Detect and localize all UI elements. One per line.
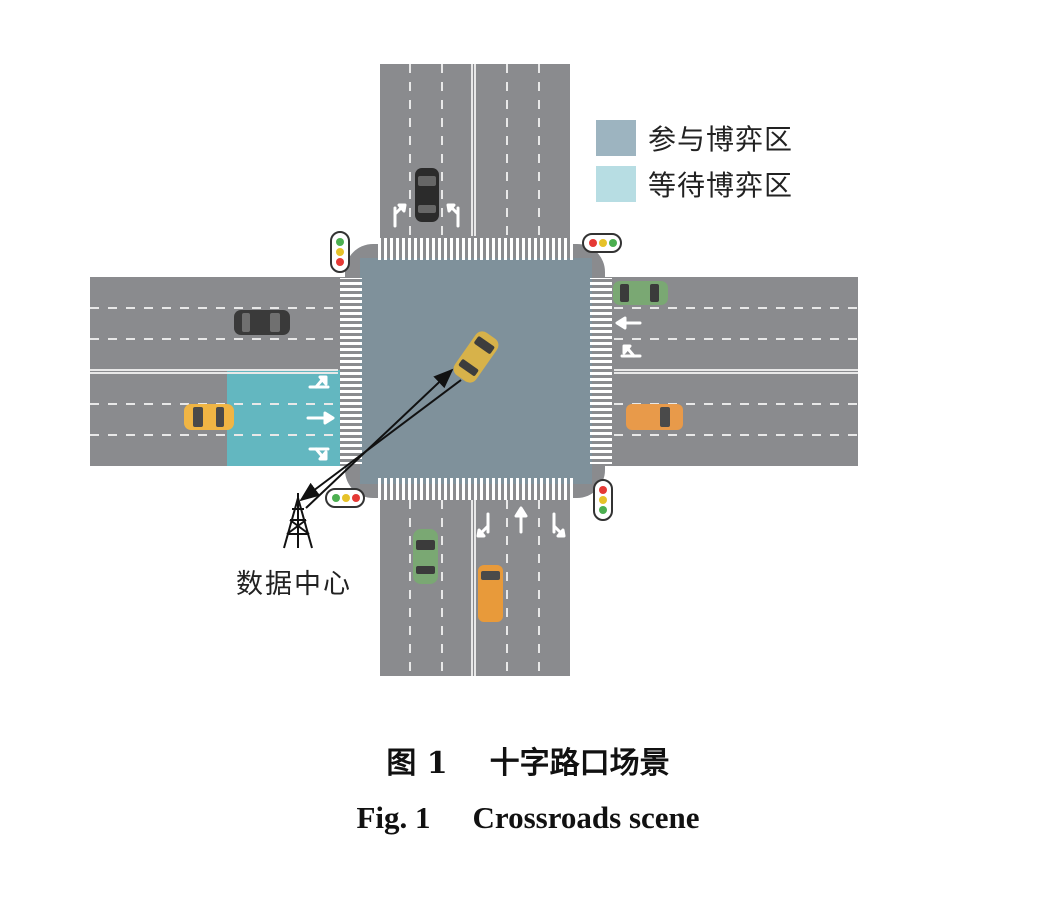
legend-item-participation: 参与博弈区 — [596, 120, 793, 156]
legend-label: 参与博弈区 — [648, 123, 794, 156]
car-icon — [415, 168, 439, 222]
car-icon — [626, 404, 683, 430]
car-icon — [478, 565, 503, 622]
caption-english: Fig. 1 Crossroads scene — [0, 800, 1056, 836]
legend: 参与博弈区 等待博弈区 — [596, 120, 793, 212]
crosswalk-north — [378, 238, 574, 260]
lane-arrow-icon — [620, 344, 642, 358]
caption-title: Crossroads scene — [472, 800, 700, 835]
crosswalk-west — [340, 278, 362, 464]
lane-arrow-icon — [514, 506, 528, 534]
lane-arrow-icon — [615, 316, 642, 330]
lane-arrow-icon — [308, 447, 330, 461]
uplink-arrow — [305, 368, 454, 509]
traffic-light-icon — [582, 233, 622, 253]
lane-arrow-icon — [306, 411, 335, 425]
lane-arrow-icon — [476, 512, 490, 538]
caption-number: Fig. 1 — [356, 800, 431, 835]
crosswalk-south — [378, 478, 574, 500]
caption-number: 图 1 — [386, 746, 448, 781]
car-icon — [453, 331, 499, 383]
car-icon — [234, 310, 290, 335]
car-icon — [184, 404, 234, 430]
car-icon — [413, 529, 438, 584]
downlink-arrow — [299, 379, 462, 502]
legend-swatch — [596, 166, 636, 202]
east-road — [605, 277, 858, 466]
antenna-tower-icon — [283, 493, 313, 549]
legend-item-waiting: 等待博弈区 — [596, 166, 793, 202]
crosswalk-east — [590, 278, 612, 464]
traffic-light-icon — [593, 479, 613, 521]
caption-chinese: 图 1 十字路口场景 — [0, 738, 1056, 782]
lane-arrow-icon — [308, 375, 330, 389]
crossroads-scene — [90, 64, 858, 676]
lane-arrow-icon — [393, 203, 407, 228]
lane-arrow-icon — [446, 203, 460, 228]
legend-label: 等待博弈区 — [648, 169, 794, 202]
traffic-light-icon — [325, 488, 365, 508]
traffic-light-icon — [330, 231, 350, 273]
data-center-label: 数据中心 — [236, 569, 352, 600]
legend-swatch — [596, 120, 636, 156]
caption-title: 十字路口场景 — [489, 746, 670, 781]
car-icon — [613, 281, 668, 305]
lane-arrow-icon — [552, 512, 566, 538]
